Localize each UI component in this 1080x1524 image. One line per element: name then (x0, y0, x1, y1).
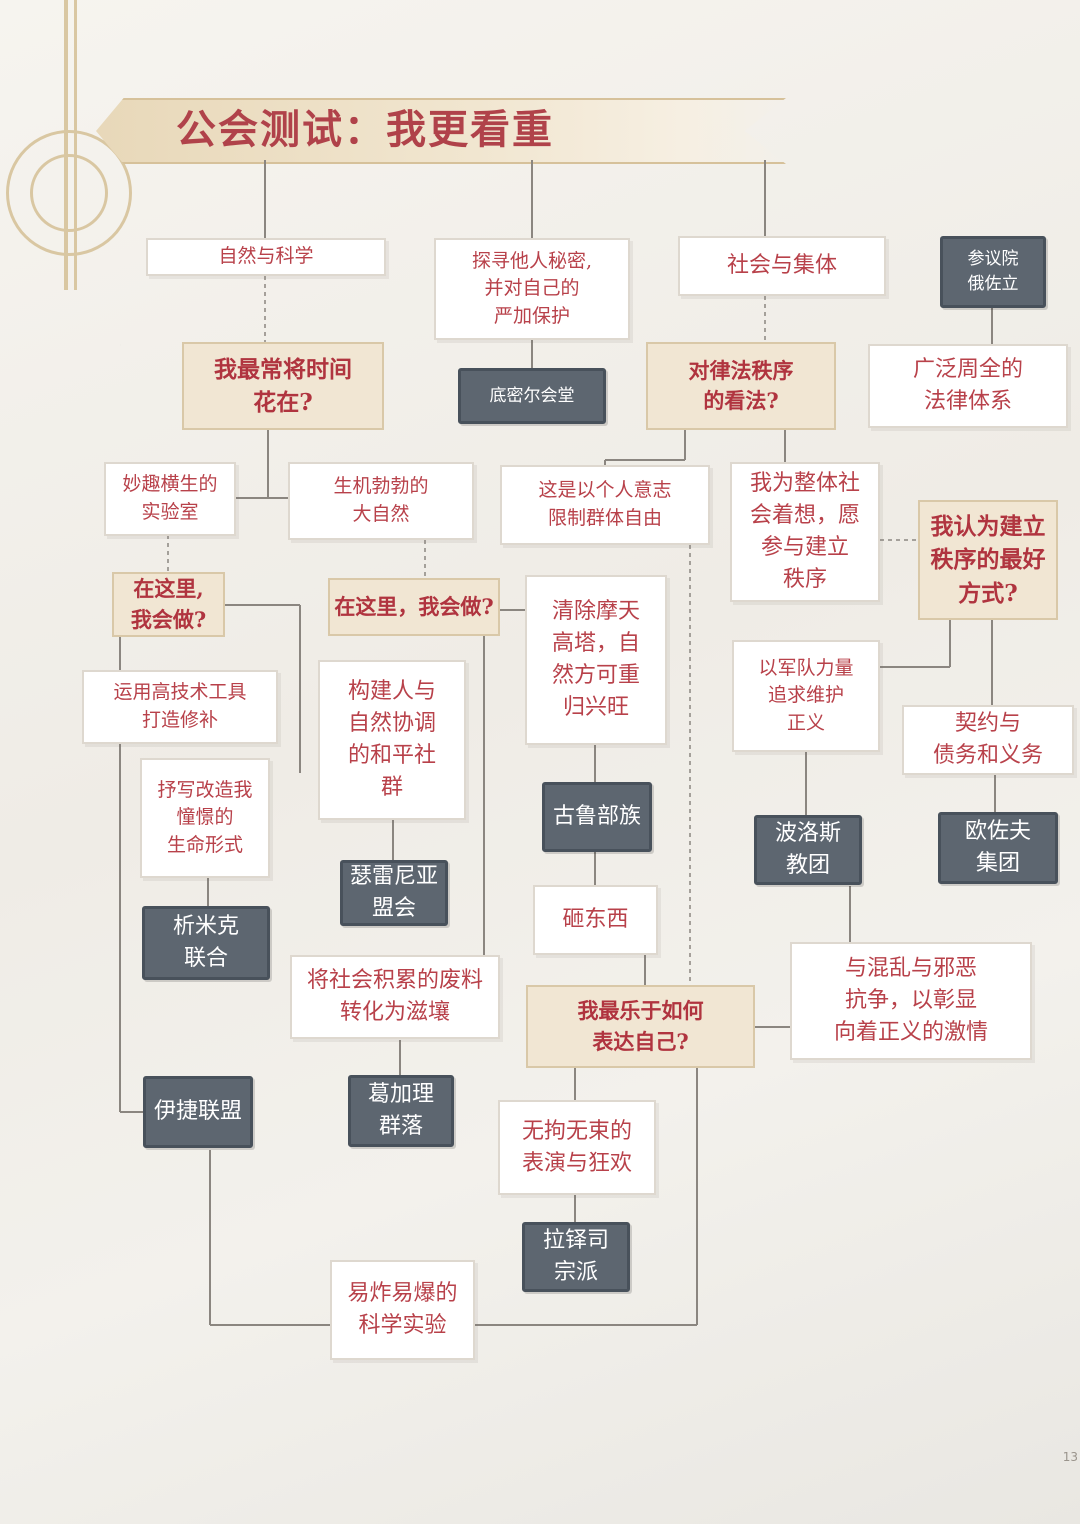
answer-secrets[interactable]: 探寻他人秘密, 并对自己的 严加保护 (434, 238, 630, 340)
answer-military[interactable]: 以军队力量 追求维护 正义 (732, 640, 880, 752)
answer-lab[interactable]: 妙趣横生的 实验室 (104, 462, 236, 536)
guild-gruul[interactable]: 古鲁部族 (542, 782, 652, 852)
answer-explosive[interactable]: 易炸易爆的 科学实验 (330, 1260, 475, 1360)
answer-smash[interactable]: 砸东西 (533, 885, 658, 955)
answer-wild[interactable]: 生机勃勃的 大自然 (288, 462, 474, 540)
question-order[interactable]: 我认为建立 秩序的最好 方式? (918, 500, 1058, 620)
decorative-pole-2 (74, 0, 77, 290)
answer-compost[interactable]: 将社会积累的废料 转化为滋壤 (290, 955, 500, 1039)
guild-azorius[interactable]: 参议院 俄佐立 (940, 236, 1046, 308)
title-banner (96, 98, 786, 164)
answer-will-limits[interactable]: 这是以个人意志 限制群体自由 (500, 465, 710, 545)
answer-contracts[interactable]: 契约与 债务和义务 (902, 705, 1074, 775)
guild-izzet[interactable]: 伊捷联盟 (143, 1076, 253, 1148)
question-express[interactable]: 我最乐于如何 表达自己? (526, 985, 755, 1068)
decorative-ring-inner (30, 154, 108, 232)
decorative-ring-outer (6, 130, 132, 256)
answer-revelry[interactable]: 无拘无束的 表演与狂欢 (498, 1100, 656, 1195)
guild-boros[interactable]: 波洛斯 教团 (754, 815, 862, 885)
guild-simic[interactable]: 析米克 联合 (142, 906, 270, 980)
question-do-mid[interactable]: 在这里，我会做? (328, 578, 500, 636)
answer-nature-science[interactable]: 自然与科学 (146, 238, 386, 276)
question-do-left[interactable]: 在这里, 我会做? (112, 572, 225, 637)
guild-dimir[interactable]: 底密尔会堂 (458, 368, 606, 424)
answer-society[interactable]: 社会与集体 (678, 236, 886, 296)
answer-fight-chaos[interactable]: 与混乱与邪恶 抗争，以彰显 向着正义的激情 (790, 942, 1032, 1060)
guild-rakdos[interactable]: 拉铎司 宗派 (522, 1222, 630, 1292)
question-law[interactable]: 对律法秩序 的看法? (646, 342, 836, 430)
answer-rewrite-life[interactable]: 抒写改造我 憧憬的 生命形式 (140, 758, 270, 878)
page-number: 13 (1062, 1450, 1078, 1464)
guild-selesnya[interactable]: 瑟雷尼亚 盟会 (340, 860, 448, 926)
guild-golgari[interactable]: 葛加理 群落 (348, 1075, 454, 1147)
question-time[interactable]: 我最常将时间 花在? (182, 342, 384, 430)
guild-orzhov[interactable]: 欧佐夫 集团 (938, 812, 1058, 884)
answer-clear-towers[interactable]: 清除摩天 高塔，自 然方可重 归兴旺 (525, 575, 667, 745)
page-title: 公会测试：我更看重 (176, 106, 554, 153)
answer-legal-system[interactable]: 广泛周全的 法律体系 (868, 344, 1068, 428)
decorative-pole (64, 0, 68, 290)
answer-collective[interactable]: 我为整体社 会着想，愿 参与建立 秩序 (730, 462, 880, 602)
answer-hightech[interactable]: 运用高技术工具 打造修补 (82, 670, 278, 744)
answer-harmony[interactable]: 构建人与 自然协调 的和平社 群 (318, 660, 466, 820)
